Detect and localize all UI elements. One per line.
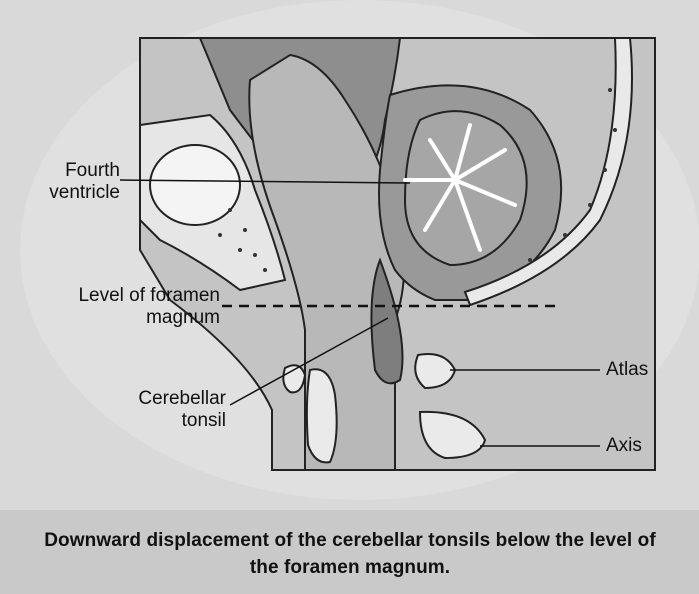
fourth-ventricle-label: Fourth ventricle (20, 160, 120, 204)
level-foramen-magnum-label: Level of foramen magnum (10, 285, 220, 329)
atlas-label: Atlas (606, 359, 686, 381)
axis-label: Axis (606, 435, 686, 457)
axis-anterior-bone (307, 369, 337, 462)
cerebellar-tonsil-label: Cerebellar tonsil (80, 388, 226, 432)
figure-caption: Downward displacement of the cerebellar … (30, 527, 670, 581)
skull-base-cavity (150, 145, 240, 225)
